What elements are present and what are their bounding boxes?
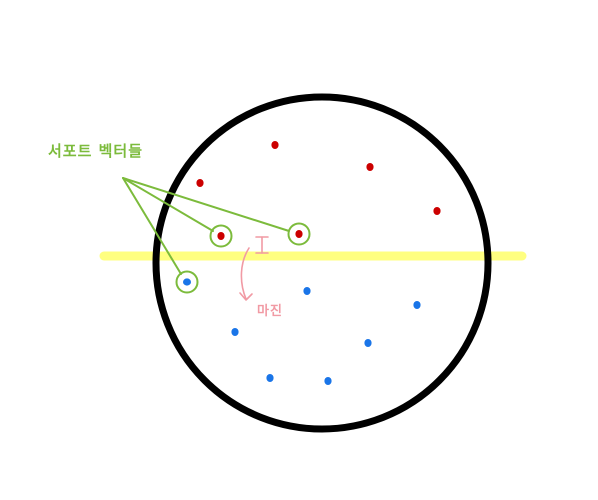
red-point [366,163,374,171]
blue-point [183,278,191,286]
support-vectors-label: 서포트 벡터들 [48,142,144,160]
support-vector-ring [175,270,199,294]
blue-point [266,374,274,382]
support-vector-ring [287,222,311,246]
pointer-line [122,177,214,232]
red-point [433,207,441,215]
red-point [271,141,279,149]
red-point [196,179,204,187]
blue-point [364,339,372,347]
blue-point [413,301,421,309]
red-point [217,232,225,240]
margin-bracket [255,236,269,254]
pointer-line [122,177,290,232]
blue-point [231,328,239,336]
margin-arrow [239,247,253,301]
margin-label: 마진 [257,304,283,319]
red-points [196,141,441,240]
support-vector-rings [175,222,311,294]
blue-points [183,278,421,385]
boundary-circle [152,93,492,433]
pointer-line [122,177,182,275]
support-vector-pointers [122,177,290,275]
red-point [295,230,303,238]
blue-point [324,377,332,385]
support-vector-ring [209,224,233,248]
blue-point [303,287,311,295]
